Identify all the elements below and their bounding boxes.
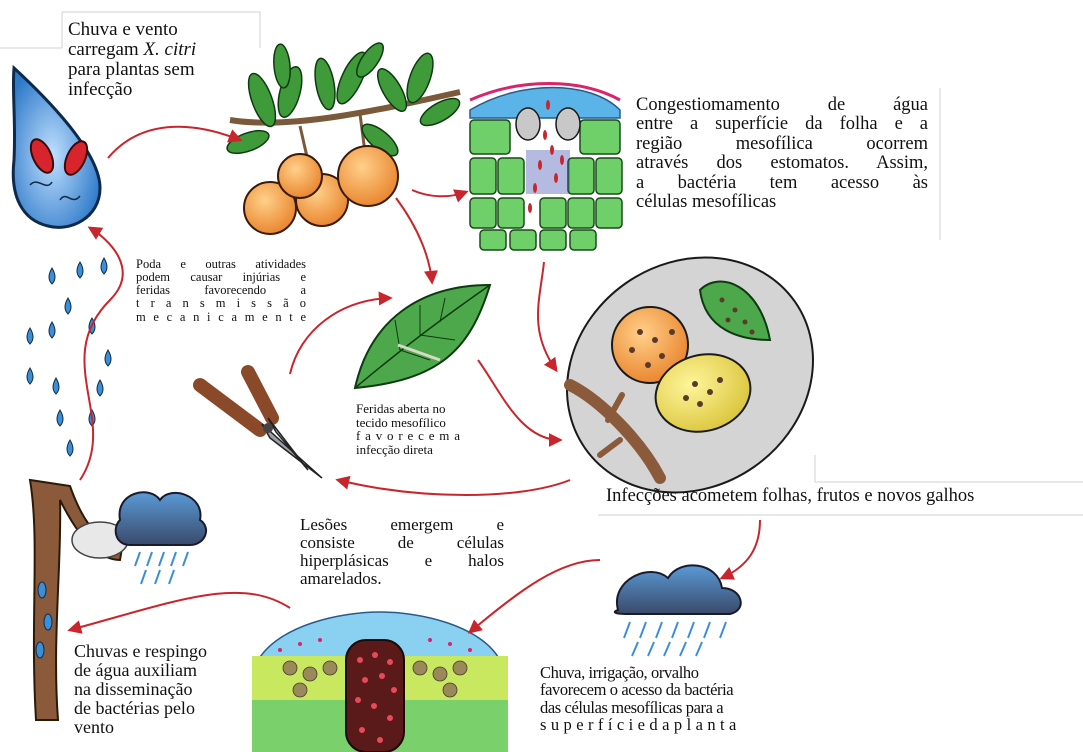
arrow-branch-to-leaf xyxy=(396,198,432,282)
label-water-congestion-line: entre a superfície da folha e a xyxy=(636,115,928,134)
label-pruning-line: m e c a n i c a m e n t e xyxy=(136,311,306,324)
label-rain-irrigation: Chuva, irrigação, orvalho favorecem o ac… xyxy=(540,664,736,733)
arrow-cross-section-to-infections xyxy=(538,262,556,370)
arrow-leaf-to-infections xyxy=(478,360,560,440)
arrow-lesion-to-tree xyxy=(70,593,290,630)
label-rain-splash-line: vento xyxy=(74,718,207,737)
label-water-congestion: Congestiomamento de água entre a superfí… xyxy=(636,96,928,213)
label-rain-splash: Chuvas e respingo de água auxiliam na di… xyxy=(74,642,207,736)
lesion-cross-section-icon xyxy=(252,612,508,752)
species-name: X. citri xyxy=(143,39,196,60)
label-pruning-line: t r a n s m i s s ã o xyxy=(136,297,306,310)
raindrops-icon xyxy=(27,258,111,456)
label-rain-wind-line: Chuva e vento xyxy=(68,20,196,40)
rain-cloud-icon xyxy=(615,565,741,656)
label-water-congestion-line: células mesofílicas xyxy=(636,193,928,212)
label-rain-wind: Chuva e vento carregam X. citri para pla… xyxy=(68,20,196,100)
wounded-leaf-icon xyxy=(355,285,490,388)
label-rain-wind-line: para plantas sem xyxy=(68,60,196,80)
label-infections: Infecções acometem folhas, frutos e novo… xyxy=(606,487,974,506)
label-rain-wind-line: carregam xyxy=(68,39,143,60)
arrow-droplet-to-branch xyxy=(108,127,240,158)
arrow-infections-to-rain-cloud xyxy=(722,520,760,578)
label-open-wounds: Feridas aberta no tecido mesofílico f a … xyxy=(356,402,460,457)
pruning-shears-icon xyxy=(200,372,322,478)
label-rain-splash-line: de água auxiliam xyxy=(74,661,207,680)
arrow-infections-to-lesion-label xyxy=(338,480,570,495)
label-open-wounds-line: infecção direta xyxy=(356,443,460,457)
label-water-congestion-line: através dos estomatos. Assim, xyxy=(636,154,928,173)
label-open-wounds-line: Feridas aberta no xyxy=(356,402,460,416)
arrow-branch-to-cross-section xyxy=(412,190,466,196)
label-water-congestion-line: Congestiomamento de água xyxy=(636,96,928,115)
label-water-congestion-line: a bactéria tem acesso às xyxy=(636,174,928,193)
label-rain-splash-line: de bactérias pelo xyxy=(74,699,207,718)
label-rain-splash-line: na disseminação xyxy=(74,680,207,699)
label-rain-splash-line: Chuvas e respingo xyxy=(74,642,207,661)
label-lesions-line: amarelados. xyxy=(300,570,504,588)
label-open-wounds-line: tecido mesofílico xyxy=(356,416,460,430)
citrus-branch-icon xyxy=(224,39,463,234)
label-lesions-line: hiperplásicas e halos xyxy=(300,552,504,570)
label-lesions-line: Lesões emergem e xyxy=(300,516,504,534)
label-water-congestion-line: região mesofílica ocorrem xyxy=(636,135,928,154)
label-rain-irrigation-line: das células mesofílicas para a xyxy=(540,699,736,716)
leaf-cross-section-icon xyxy=(470,84,622,251)
label-rain-irrigation-line: s u p e r f í c i e d a p l a n t a xyxy=(540,716,736,733)
label-open-wounds-line: f a v o r e c e m a xyxy=(356,429,460,443)
label-lesions: Lesões emergem e consiste de células hip… xyxy=(300,516,504,587)
label-rain-irrigation-line: Chuva, irrigação, orvalho xyxy=(540,664,736,681)
label-lesions-line: consiste de células xyxy=(300,534,504,552)
label-rain-irrigation-line: favorecem o acesso da bactéria xyxy=(540,681,736,698)
label-pruning: Poda e outras atividades podem causar in… xyxy=(136,258,306,324)
label-rain-wind-line: infecção xyxy=(68,80,196,100)
